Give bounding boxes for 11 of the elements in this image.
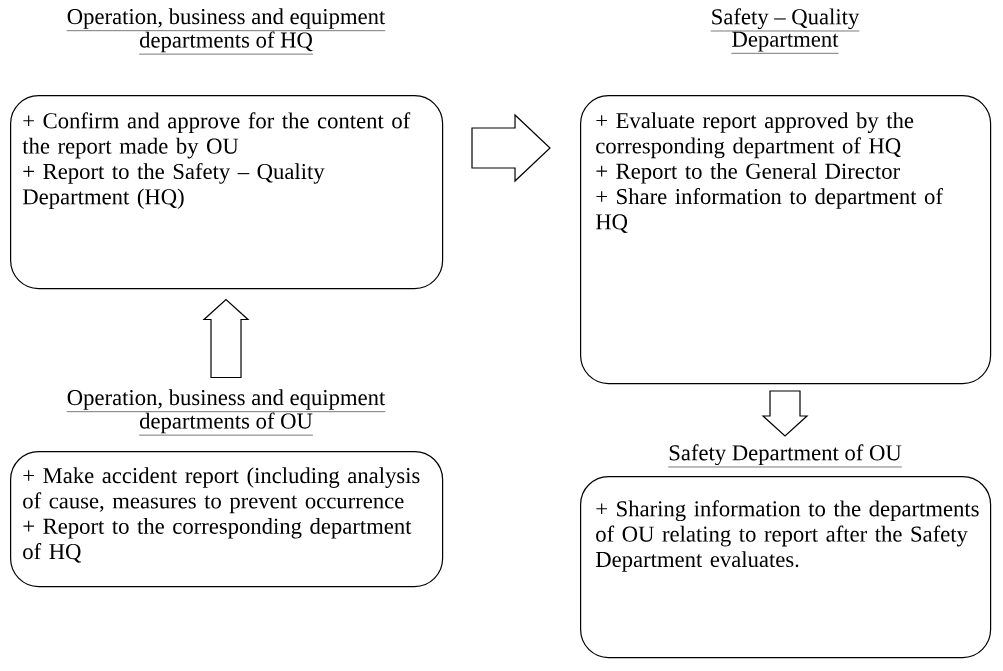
block-arrow bbox=[761, 390, 809, 437]
process-box: + Confirm and approve for the content of the report made by OU + Report to the Safety – Quality Department (HQ) bbox=[10, 95, 444, 290]
block-arrow bbox=[471, 113, 551, 183]
process-box: + Evaluate report approved by the corresponding department of HQ + Report to the General Director + Share information to department of HQ bbox=[580, 95, 992, 385]
block-arrow bbox=[202, 298, 250, 379]
section-heading: Safety – Quality Department bbox=[710, 8, 860, 54]
process-box: + Sharing information to the departments of OU relating to report after the Safety Department evaluates. bbox=[580, 476, 992, 659]
process-box: + Make accident report (including analysis of cause, measures to prevent occurrence + Report to the corresponding department of HQ bbox=[10, 451, 444, 588]
section-heading: Operation, business and equipment departments of OU bbox=[66, 389, 386, 436]
section-heading: Operation, business and equipment departments of HQ bbox=[66, 8, 386, 55]
section-heading: Safety Department of OU bbox=[668, 444, 903, 468]
